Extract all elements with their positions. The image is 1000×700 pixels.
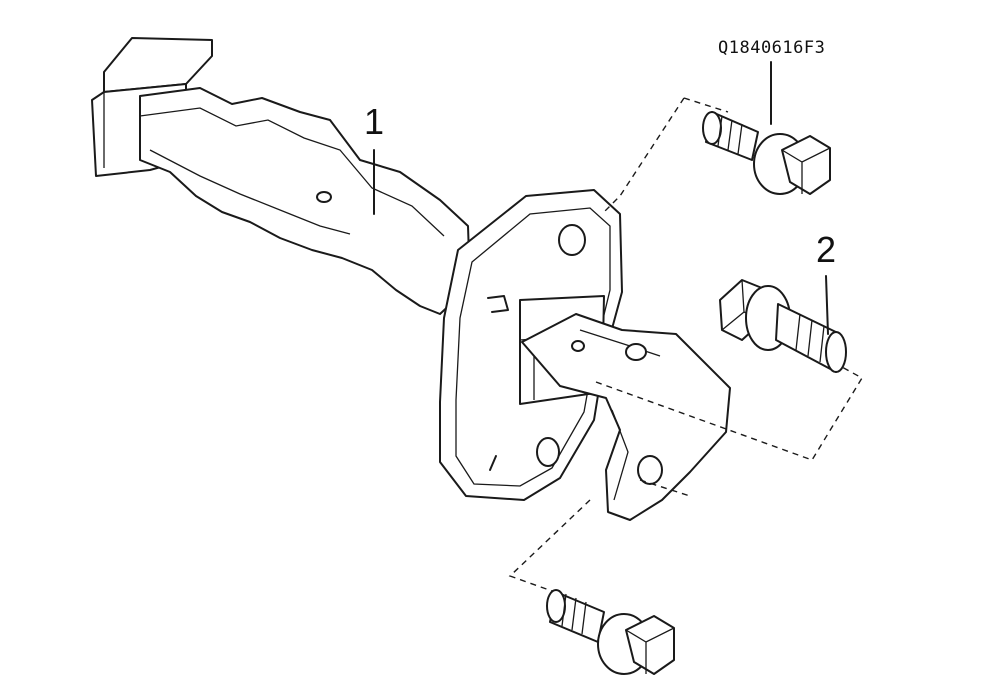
callout-number-1: 1	[364, 101, 385, 142]
callout-leaders	[373, 61, 829, 335]
bolt-bottom	[546, 589, 675, 675]
bolt-middle	[719, 279, 847, 373]
hinge-bracket	[521, 313, 731, 521]
callout-number-2: 2	[816, 229, 837, 270]
bolt-top	[702, 111, 831, 195]
part-code-label: Q1840616F3	[718, 38, 826, 58]
door-check-arm	[91, 37, 471, 315]
alignment-lines	[508, 97, 863, 597]
